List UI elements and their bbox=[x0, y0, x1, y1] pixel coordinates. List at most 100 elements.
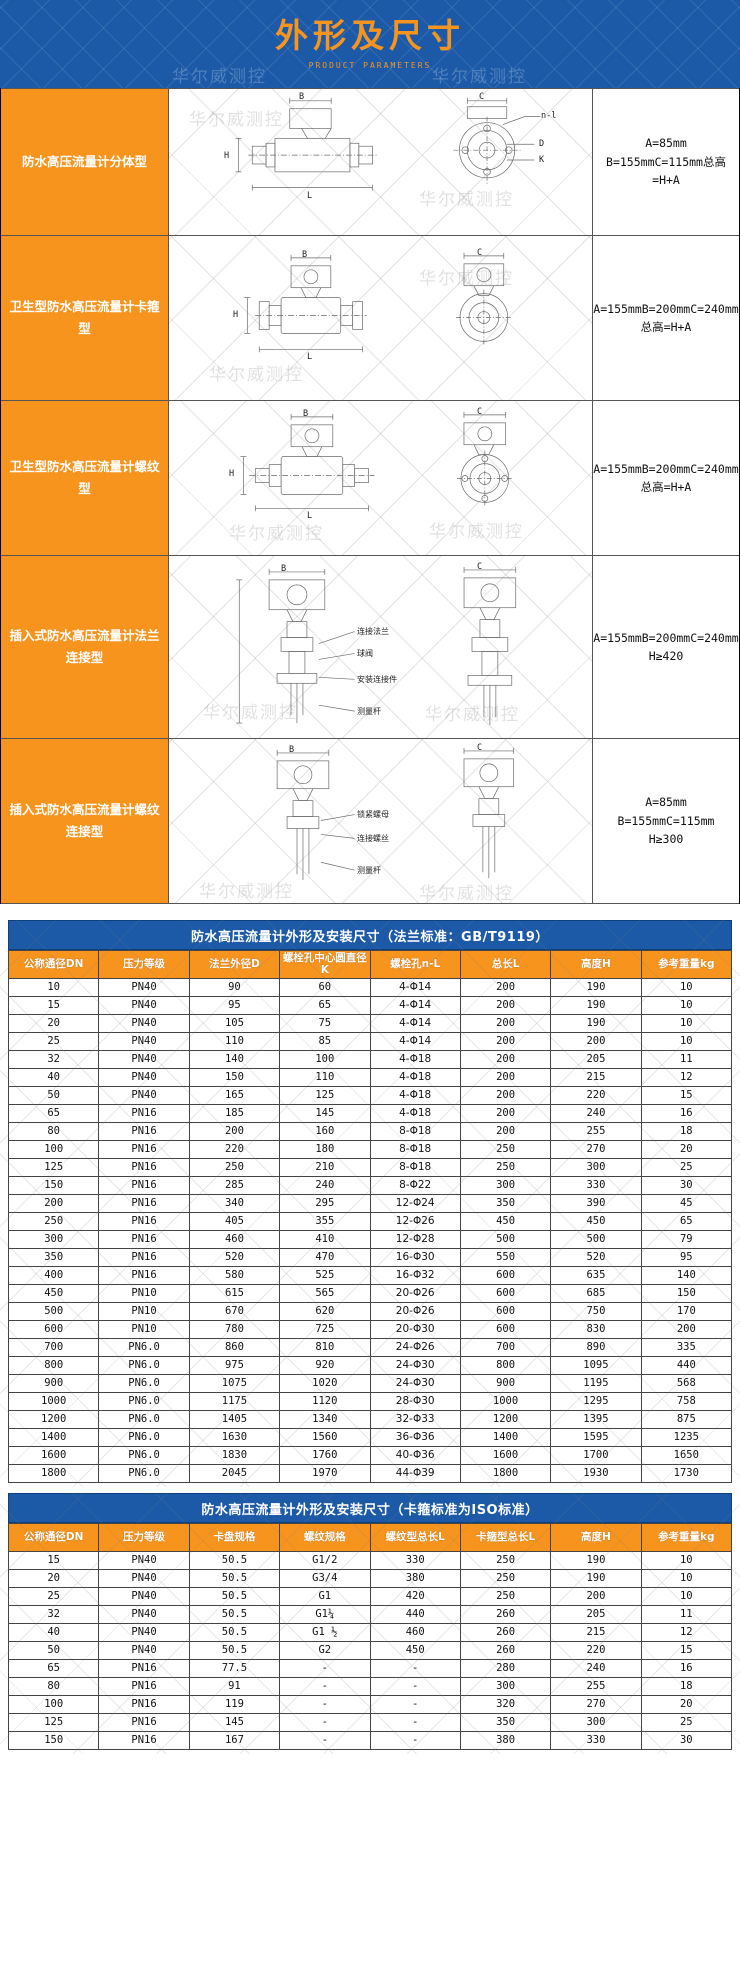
table-cell: - bbox=[279, 1677, 371, 1696]
table-cell: 810 bbox=[279, 1338, 371, 1357]
table-cell: PN40 bbox=[98, 1551, 190, 1570]
drawing-annot-measuring-rod: 测量杆 bbox=[357, 866, 381, 875]
spec-row: 卫生型防水高压流量计螺纹型 bbox=[1, 401, 739, 556]
spec-row: 插入式防水高压流量计法兰连接型 bbox=[1, 556, 739, 739]
table-cell: 200 bbox=[459, 1050, 552, 1069]
table-cell: - bbox=[279, 1659, 371, 1678]
table-cell: 758 bbox=[640, 1392, 733, 1411]
table-cell: 125 bbox=[7, 1713, 100, 1732]
product-spec-page: 外形及尺寸 PRODUCT PARAMETERS 华尔威测控 华尔威测控 防水高… bbox=[0, 0, 740, 1754]
table-cell: 390 bbox=[550, 1194, 642, 1213]
table-cell: 300 bbox=[550, 1713, 642, 1732]
table-cell: G1¼ bbox=[279, 1605, 371, 1624]
table-cell: 525 bbox=[279, 1266, 371, 1285]
table-cell: 750 bbox=[550, 1302, 642, 1321]
page-header: 外形及尺寸 PRODUCT PARAMETERS 华尔威测控 华尔威测控 bbox=[0, 0, 740, 88]
table-cell: G2 bbox=[279, 1641, 371, 1660]
table-cell: 320 bbox=[459, 1695, 552, 1714]
table-cell: 350 bbox=[459, 1194, 552, 1213]
table-cell: G3/4 bbox=[279, 1569, 371, 1588]
drawing-dim-label-L: L bbox=[307, 352, 313, 362]
table-cell: 28-Φ30 bbox=[369, 1392, 461, 1411]
table-cell: - bbox=[369, 1695, 461, 1714]
table-cell: 200 bbox=[459, 1122, 552, 1141]
drawing-dim-label-H: H bbox=[224, 151, 230, 161]
table-cell: PN16 bbox=[98, 1194, 190, 1213]
table-cell: 250 bbox=[459, 1587, 552, 1606]
table-cell: 975 bbox=[188, 1356, 281, 1375]
table-cell: 200 bbox=[7, 1194, 100, 1213]
table-cell: 10 bbox=[640, 1569, 733, 1588]
table-cell: G1/2 bbox=[279, 1551, 371, 1570]
table-cell: PN6.0 bbox=[98, 1392, 190, 1411]
table-cell: 1630 bbox=[188, 1428, 281, 1447]
table-cell: 20 bbox=[7, 1014, 100, 1033]
table-cell: - bbox=[279, 1731, 371, 1750]
table-cell: PN40 bbox=[98, 1086, 190, 1105]
table-cell: 15 bbox=[640, 1086, 733, 1105]
table-cell: 12 bbox=[640, 1068, 733, 1087]
table-cell: PN6.0 bbox=[98, 1464, 190, 1483]
table-cell: 100 bbox=[7, 1695, 100, 1714]
table-cell: 210 bbox=[279, 1158, 371, 1177]
table-cell: 4-Φ14 bbox=[369, 996, 461, 1015]
table-cell: 4-Φ14 bbox=[369, 1014, 461, 1033]
table-cell: 255 bbox=[550, 1677, 642, 1696]
drawing-annot-connecting-screw: 连接螺丝 bbox=[357, 834, 389, 843]
drawing-svg bbox=[169, 236, 592, 400]
table-cell: 1395 bbox=[550, 1410, 642, 1429]
table-cell: 450 bbox=[369, 1641, 461, 1660]
table-cell: 16-Φ32 bbox=[369, 1266, 461, 1285]
table-cell: 32 bbox=[7, 1050, 100, 1069]
table-cell: 12-Φ24 bbox=[369, 1194, 461, 1213]
table-cell: 405 bbox=[188, 1212, 281, 1231]
table-cell: 600 bbox=[459, 1266, 552, 1285]
table-cell: 165 bbox=[188, 1086, 281, 1105]
table-cell: 1200 bbox=[459, 1410, 552, 1429]
col-weight: 参考重量kg bbox=[640, 950, 733, 979]
table-cell: 600 bbox=[459, 1284, 552, 1303]
table-cell: PN16 bbox=[98, 1659, 190, 1678]
dimension-spec-text: A=155mmB=200mmC=240mm H≥420 bbox=[593, 556, 739, 738]
drawing-annot-connecting-flange: 连接法兰 bbox=[357, 627, 389, 636]
table-cell: 80 bbox=[7, 1122, 100, 1141]
table-cell: 140 bbox=[188, 1050, 281, 1069]
drawing-dim-label-L: L bbox=[307, 511, 313, 521]
table-cell: PN40 bbox=[98, 1623, 190, 1642]
table-cell: 11 bbox=[640, 1050, 733, 1069]
table-cell: 500 bbox=[7, 1302, 100, 1321]
table-cell: 65 bbox=[279, 996, 371, 1015]
table-cell: 860 bbox=[188, 1338, 281, 1357]
table-cell: 920 bbox=[279, 1356, 371, 1375]
table-cell: 24-Φ26 bbox=[369, 1338, 461, 1357]
table-cell: 1760 bbox=[279, 1446, 371, 1465]
table-cell: 10 bbox=[640, 996, 733, 1015]
table-cell: PN40 bbox=[98, 1050, 190, 1069]
table-cell: 250 bbox=[459, 1569, 552, 1588]
flange-dimension-table: 公称通径DN 压力等级 法兰外径D 螺栓孔中心圆直径K 螺栓孔n-L 总长L 高… bbox=[7, 950, 733, 1483]
table-cell: - bbox=[369, 1731, 461, 1750]
table-cell: 190 bbox=[550, 996, 642, 1015]
col-thread-length: 螺纹型总长L bbox=[369, 1523, 461, 1552]
table-cell: 65 bbox=[640, 1212, 733, 1231]
drawing-dim-label-B: B bbox=[303, 409, 309, 419]
table-cell: 830 bbox=[550, 1320, 642, 1339]
table-cell: 240 bbox=[279, 1176, 371, 1195]
col-clamp-length: 卡箍型总长L bbox=[459, 1523, 552, 1552]
table-cell: 470 bbox=[279, 1248, 371, 1267]
technical-drawing: B C H L 华尔威测控 华尔威测控 bbox=[169, 401, 593, 555]
table-cell: 40-Φ36 bbox=[369, 1446, 461, 1465]
table-cell: 350 bbox=[7, 1248, 100, 1267]
table-cell: 40 bbox=[7, 1623, 100, 1642]
table-cell: 240 bbox=[550, 1104, 642, 1123]
technical-drawing: B C 连接法兰 球阀 安装连接件 测量杆 华尔威测控 华尔威测控 bbox=[169, 556, 593, 738]
table-cell: 95 bbox=[188, 996, 281, 1015]
